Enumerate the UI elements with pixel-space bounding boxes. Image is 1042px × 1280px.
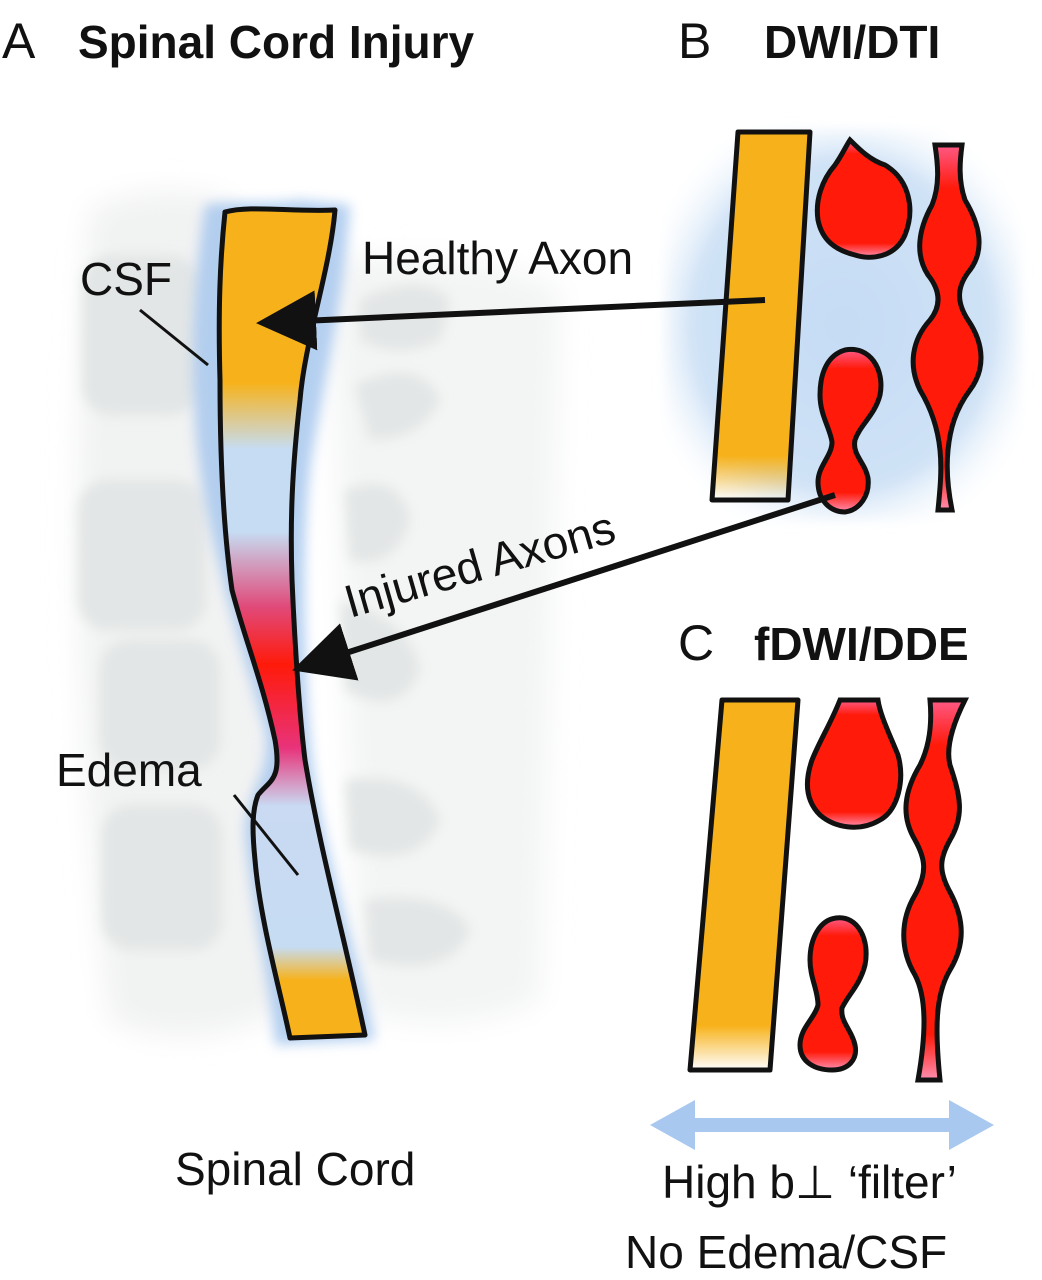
vertebral-bodies-left <box>78 255 222 950</box>
panel-c-beaded-axon <box>901 697 970 1083</box>
panel-b-title: DWI/DTI <box>764 16 940 68</box>
healthy-axon-arrow <box>256 290 766 351</box>
panel-b-injured-axon-swelling <box>814 136 913 260</box>
panel-a: A Spinal Cord Injury CSF <box>2 13 633 1195</box>
panel-b-letter: B <box>678 13 711 69</box>
panel-a-title: Spinal Cord Injury <box>78 16 475 68</box>
filter-caption-line1: High b⊥ ‘filter’ <box>662 1156 957 1208</box>
panel-c-small-beaded-axon <box>797 915 869 1073</box>
panel-c: C fDWI/DDE High b⊥ ‘filter’ No Edema/CSF <box>625 615 994 1278</box>
edema-leader-line <box>232 794 300 876</box>
panel-b-beaded-axon <box>910 142 984 513</box>
panel-b-healthy-axon <box>709 129 813 503</box>
panel-a-letter: A <box>2 13 36 69</box>
csf-leader-line <box>139 308 209 367</box>
csf-label: CSF <box>80 253 172 305</box>
injured-axons-arrow <box>292 492 836 681</box>
panel-b: B DWI/DTI <box>665 13 1020 520</box>
panel-b-small-beaded-axon <box>815 346 884 515</box>
filter-caption-line2: No Edema/CSF <box>625 1226 947 1278</box>
panel-c-injured-axon-swelling <box>805 697 904 830</box>
healthy-axon-label: Healthy Axon <box>362 232 633 284</box>
edema-label: Edema <box>56 744 202 796</box>
filter-direction-arrow <box>650 1100 994 1150</box>
panel-c-title: fDWI/DDE <box>754 618 969 670</box>
connection-arrows <box>256 290 836 681</box>
panel-c-healthy-axon <box>687 697 801 1073</box>
spinal-cord-caption: Spinal Cord <box>175 1143 415 1195</box>
panel-c-letter: C <box>678 615 714 671</box>
spinal-cord <box>216 206 368 1041</box>
